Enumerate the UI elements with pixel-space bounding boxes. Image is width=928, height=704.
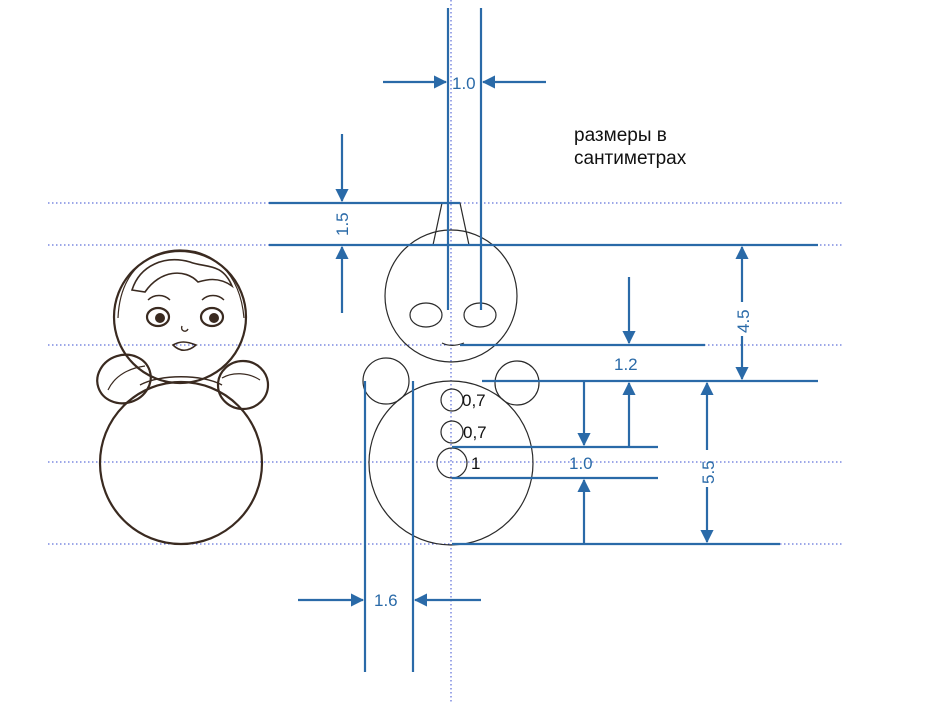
doll-left-pupil xyxy=(155,313,165,323)
doll-collar xyxy=(139,376,223,386)
button-label-3: 1 xyxy=(471,454,480,473)
doll-headscarf-rim xyxy=(117,249,245,319)
pattern-button-2 xyxy=(440,420,464,444)
neck-offset-label: 1.2 xyxy=(614,355,638,374)
arm-width-label: 1.6 xyxy=(374,591,398,610)
guide-lines xyxy=(48,202,844,545)
dimension-lines xyxy=(269,8,818,672)
units-caption-line-1: размеры в xyxy=(574,125,667,146)
pattern-left-eye xyxy=(409,302,443,328)
button-offset-label: 1.0 xyxy=(569,454,593,473)
doll-body xyxy=(98,380,264,546)
pattern-left-arm xyxy=(362,357,410,405)
doll-left-arm-fold xyxy=(107,365,146,391)
doll-right-brow xyxy=(201,294,225,301)
pattern-mouth xyxy=(441,342,465,346)
button-labels: 0,7 0,7 1 xyxy=(462,391,487,473)
dimension-labels: 1.0 1.5 4.5 1.2 5.5 1.0 1.6 xyxy=(333,74,753,610)
doll-right-arm-fold xyxy=(221,373,261,381)
pattern-button-3 xyxy=(436,447,468,479)
eye-spacing-label: 1.0 xyxy=(452,74,476,93)
units-caption-line-2: сантиметрах xyxy=(574,148,687,169)
body-height-label: 5.5 xyxy=(699,460,718,484)
head-height-label: 4.5 xyxy=(734,309,753,333)
doll-right-arm xyxy=(216,359,270,411)
doll-left-eye xyxy=(145,306,171,328)
doll-left-arm xyxy=(96,353,152,405)
button-label-2: 0,7 xyxy=(463,423,487,442)
pattern-body xyxy=(368,380,534,546)
doll-nose xyxy=(180,325,189,332)
head-top-label: 1.5 xyxy=(333,212,352,236)
doll-right-pupil xyxy=(209,313,219,323)
doll-mouth xyxy=(171,341,198,352)
units-caption: размеры в сантиметрах xyxy=(574,124,686,170)
doll-left-brow xyxy=(147,294,171,301)
button-label-1: 0,7 xyxy=(462,391,486,410)
pattern-right-arm xyxy=(494,360,540,406)
pattern-button-1 xyxy=(440,388,464,412)
pattern-doll xyxy=(362,202,540,546)
pattern-head xyxy=(384,229,518,363)
doll-hair xyxy=(130,259,234,293)
doll-right-eye xyxy=(199,306,225,328)
reference-doll xyxy=(96,249,270,546)
